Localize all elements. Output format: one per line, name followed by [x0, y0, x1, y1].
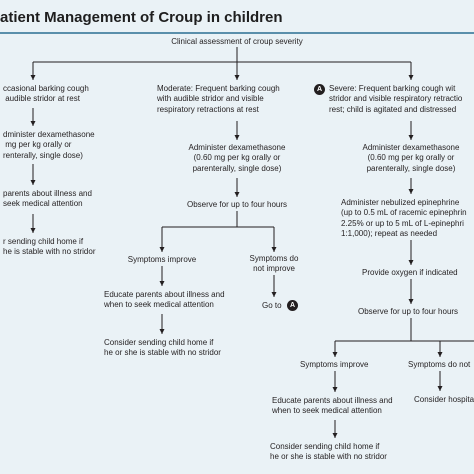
- moderate-improve-node: Symptoms improve: [127, 255, 197, 264]
- severe-not-improve-node: Symptoms do not: [408, 360, 471, 369]
- page-title: atient Management of Croup in children: [0, 9, 283, 26]
- moderate-home-node: Consider sending child home if he or she…: [104, 338, 221, 358]
- moderate-educate-node: Educate parents about illness and when t…: [104, 290, 225, 310]
- severe-treatment-node: Administer dexamethasone (0.60 mg per kg…: [362, 143, 460, 173]
- moderate-goto-node: Go to: [262, 301, 282, 310]
- mild-treatment-node: dminister dexamethasone mg per kg orally…: [3, 130, 95, 160]
- goto-badge-a: A: [287, 300, 298, 311]
- severe-hospital-node: Consider hospita: [414, 395, 474, 404]
- mild-home-node: r sending child home if he is stable wit…: [3, 237, 96, 257]
- title-rule: [0, 32, 474, 34]
- mild-educate-node: parents about illness and seek medical a…: [3, 189, 92, 209]
- moderate-not-improve-node: Symptoms do not improve: [249, 254, 299, 274]
- moderate-treatment-node: Administer dexamethasone (0.60 mg per kg…: [188, 143, 286, 173]
- moderate-severity-node: Moderate: Frequent barking cough with au…: [157, 84, 280, 114]
- severe-improve-node: Symptoms improve: [300, 360, 369, 369]
- severe-oxygen-node: Provide oxygen if indicated: [362, 268, 458, 277]
- severe-observe-node: Observe for up to four hours: [358, 307, 459, 316]
- severe-home-node: Consider sending child home if he or she…: [270, 442, 387, 462]
- severe-epinephrine-node: Administer nebulized epinephrine (up to …: [341, 198, 467, 239]
- root-node: Clinical assessment of croup severity: [171, 37, 303, 46]
- moderate-observe-node: Observe for up to four hours: [186, 200, 288, 209]
- severe-educate-node: Educate parents about illness and when t…: [272, 396, 393, 416]
- mild-severity-node: ccasional barking cough audible stridor …: [3, 84, 89, 104]
- severe-severity-node: Severe: Frequent barking cough wit strid…: [329, 84, 463, 114]
- severe-badge-a: A: [314, 84, 325, 95]
